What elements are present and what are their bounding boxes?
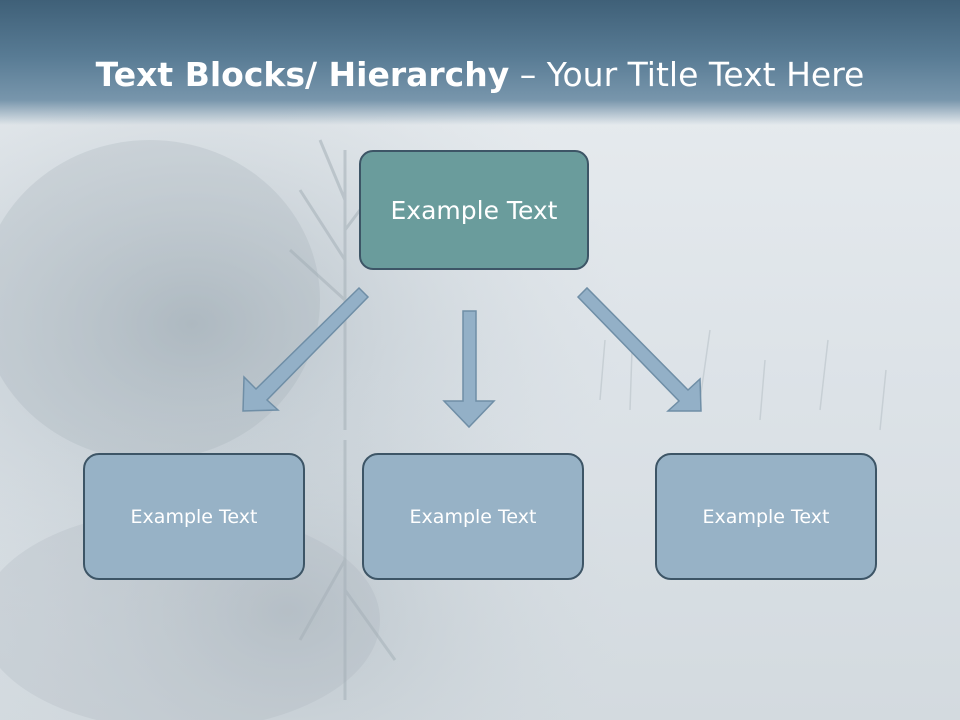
title-band: [0, 0, 960, 125]
child-node-right[interactable]: Example Text: [655, 453, 877, 580]
top-node-label: Example Text: [390, 195, 558, 225]
child-node-left[interactable]: Example Text: [83, 453, 305, 580]
page-title: Text Blocks/ Hierarchy – Your Title Text…: [0, 52, 960, 98]
title-bold-part: Text Blocks/ Hierarchy: [95, 55, 510, 94]
arrow-to-right-node: [576, 286, 702, 412]
top-node[interactable]: Example Text: [359, 150, 589, 270]
arrow-to-middle-node: [442, 310, 496, 429]
child-node-label: Example Text: [702, 505, 830, 528]
arrow-to-left-node: [242, 286, 370, 412]
child-node-label: Example Text: [409, 505, 537, 528]
child-node-middle[interactable]: Example Text: [362, 453, 584, 580]
child-node-label: Example Text: [130, 505, 258, 528]
title-subtitle-part: – Your Title Text Here: [509, 55, 865, 94]
